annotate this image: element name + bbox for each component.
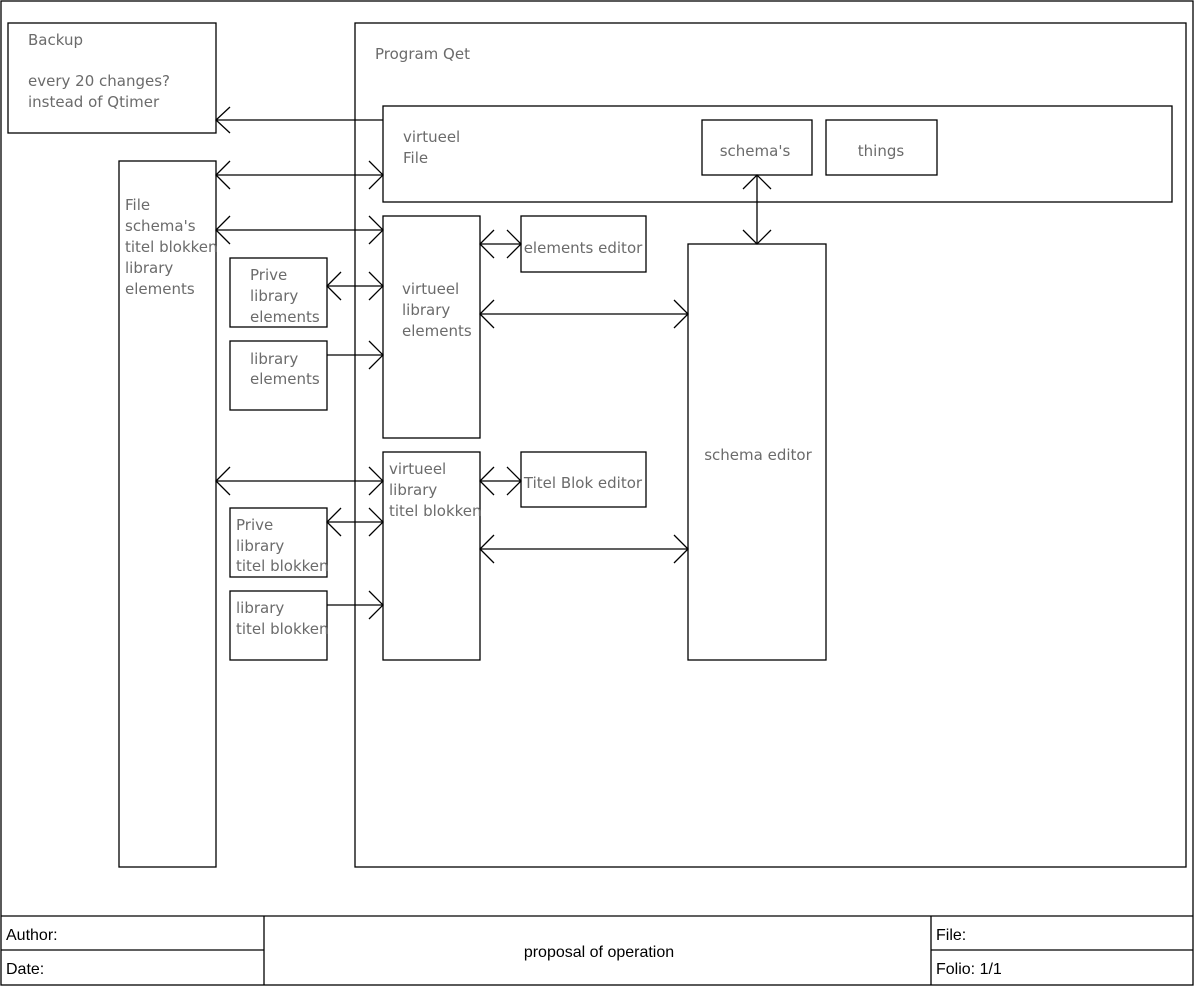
arrowhead bbox=[215, 215, 231, 245]
virtual-library-elements-label: virtueel library elements bbox=[402, 280, 472, 340]
prive-library-titel-blokken-label-line: Prive bbox=[236, 516, 273, 534]
backup-label: Backup every 20 changes? instead of Qtim… bbox=[28, 31, 175, 111]
arrowhead bbox=[479, 534, 495, 564]
file-box[interactable] bbox=[118, 160, 217, 868]
virtual-file-label-line: virtueel bbox=[403, 128, 460, 146]
arrowhead bbox=[506, 229, 522, 259]
things-box[interactable] bbox=[825, 119, 938, 176]
backup-label-line: Backup bbox=[28, 31, 83, 49]
connectors bbox=[215, 106, 772, 620]
virtual-library-titel-blokken-box[interactable] bbox=[382, 451, 481, 661]
titel-blok-editor-box[interactable] bbox=[520, 451, 647, 508]
arrowhead bbox=[368, 271, 384, 301]
prive-library-titel-blokken-label-line: titel blokken bbox=[236, 557, 329, 575]
arrowhead bbox=[215, 160, 231, 190]
things-label: things bbox=[858, 142, 905, 160]
prive-library-elements-label-line: library bbox=[250, 287, 298, 305]
arrowhead bbox=[215, 106, 231, 134]
arrowhead bbox=[479, 229, 495, 259]
virtual-file-label: virtueel File bbox=[403, 128, 465, 167]
prive-library-titel-blokken-label-line: library bbox=[236, 537, 284, 555]
arrowhead bbox=[215, 466, 231, 496]
prive-library-elements-label-line: elements bbox=[250, 308, 320, 326]
arrowhead bbox=[479, 466, 495, 496]
arrowhead bbox=[368, 340, 384, 370]
arrowhead bbox=[368, 215, 384, 245]
virtual-library-elements-box[interactable] bbox=[382, 215, 481, 439]
arrowhead bbox=[673, 534, 689, 564]
arrowhead bbox=[368, 507, 384, 537]
file-label-line: File bbox=[125, 196, 150, 214]
arrowhead bbox=[479, 299, 495, 329]
elements-editor-label: elements editor bbox=[524, 239, 643, 257]
prive-library-elements-label: Prive library elements bbox=[250, 266, 320, 326]
library-elements-label-line: library bbox=[250, 350, 298, 368]
titel-blok-editor-label: Titel Blok editor bbox=[523, 474, 643, 492]
prive-library-titel-blokken-label: Prive library titel blokken bbox=[236, 516, 329, 575]
library-titel-blokken-label-line: library bbox=[236, 599, 284, 617]
program-qet-label: Program Qet bbox=[375, 45, 470, 63]
virtual-library-titel-blokken-label-line: library bbox=[389, 481, 437, 499]
elements-editor-label-line: elements editor bbox=[524, 239, 643, 257]
arrowhead bbox=[326, 271, 342, 301]
arrowhead bbox=[326, 507, 342, 537]
author-label: Author: bbox=[6, 927, 58, 944]
virtual-library-titel-blokken-label-line: virtueel bbox=[389, 460, 446, 478]
virtual-library-elements-label-line: library bbox=[402, 301, 450, 319]
folio-label: Folio: 1/1 bbox=[936, 961, 1002, 978]
drawing-title: proposal of operation bbox=[524, 944, 674, 961]
schema-editor-label-line: schema editor bbox=[704, 446, 812, 464]
file-label-line: library bbox=[125, 259, 173, 277]
title-block: Author: Date: proposal of operation File… bbox=[1, 915, 1193, 985]
date-label: Date: bbox=[6, 961, 44, 978]
arrowhead bbox=[368, 160, 384, 190]
backup-label-line: instead of Qtimer bbox=[28, 93, 160, 111]
backup-label-line: every 20 changes? bbox=[28, 72, 170, 90]
virtual-file-box[interactable] bbox=[382, 105, 1173, 203]
things-label-line: things bbox=[858, 142, 905, 160]
virtual-library-titel-blokken-label-line: titel blokken bbox=[389, 502, 482, 520]
arrowhead bbox=[368, 590, 384, 620]
prive-library-titel-blokken-box[interactable] bbox=[229, 507, 328, 578]
library-titel-blokken-label-line: titel blokken bbox=[236, 620, 329, 638]
virtual-library-titel-blokken-label: virtueel library titel blokken bbox=[389, 460, 482, 520]
backup-box[interactable] bbox=[7, 22, 217, 134]
virtual-file-label-line: File bbox=[403, 149, 428, 167]
library-titel-blokken-label: library titel blokken bbox=[236, 599, 329, 638]
arrowhead bbox=[368, 466, 384, 496]
library-elements-box[interactable] bbox=[229, 340, 328, 411]
library-titel-blokken-box[interactable] bbox=[229, 590, 328, 661]
library-elements-label-line: elements bbox=[250, 370, 320, 388]
file-label-line: titel blokken bbox=[125, 238, 218, 256]
schemas-label: schema's bbox=[720, 142, 791, 160]
schemas-label-line: schema's bbox=[720, 142, 791, 160]
program-qet-label-line: Program Qet bbox=[375, 45, 470, 63]
file-label: File: bbox=[936, 927, 966, 944]
arrowhead bbox=[506, 466, 522, 496]
file-label-line: elements bbox=[125, 280, 195, 298]
file-label-line: schema's bbox=[125, 217, 196, 235]
arrowhead bbox=[742, 174, 772, 190]
library-elements-label: library elements bbox=[250, 350, 320, 388]
prive-library-elements-label-line: Prive bbox=[250, 266, 287, 284]
virtual-library-elements-label-line: virtueel bbox=[402, 280, 459, 298]
program-qet-box[interactable] bbox=[354, 22, 1187, 868]
prive-library-elements-box[interactable] bbox=[229, 257, 328, 328]
arrowhead bbox=[742, 229, 772, 245]
file-label: File schema's titel blokken library elem… bbox=[125, 196, 222, 298]
schema-editor-label: schema editor bbox=[704, 446, 812, 464]
arrowhead bbox=[673, 299, 689, 329]
virtual-library-elements-label-line: elements bbox=[402, 322, 472, 340]
titel-blok-editor-label-line: Titel Blok editor bbox=[523, 474, 643, 492]
